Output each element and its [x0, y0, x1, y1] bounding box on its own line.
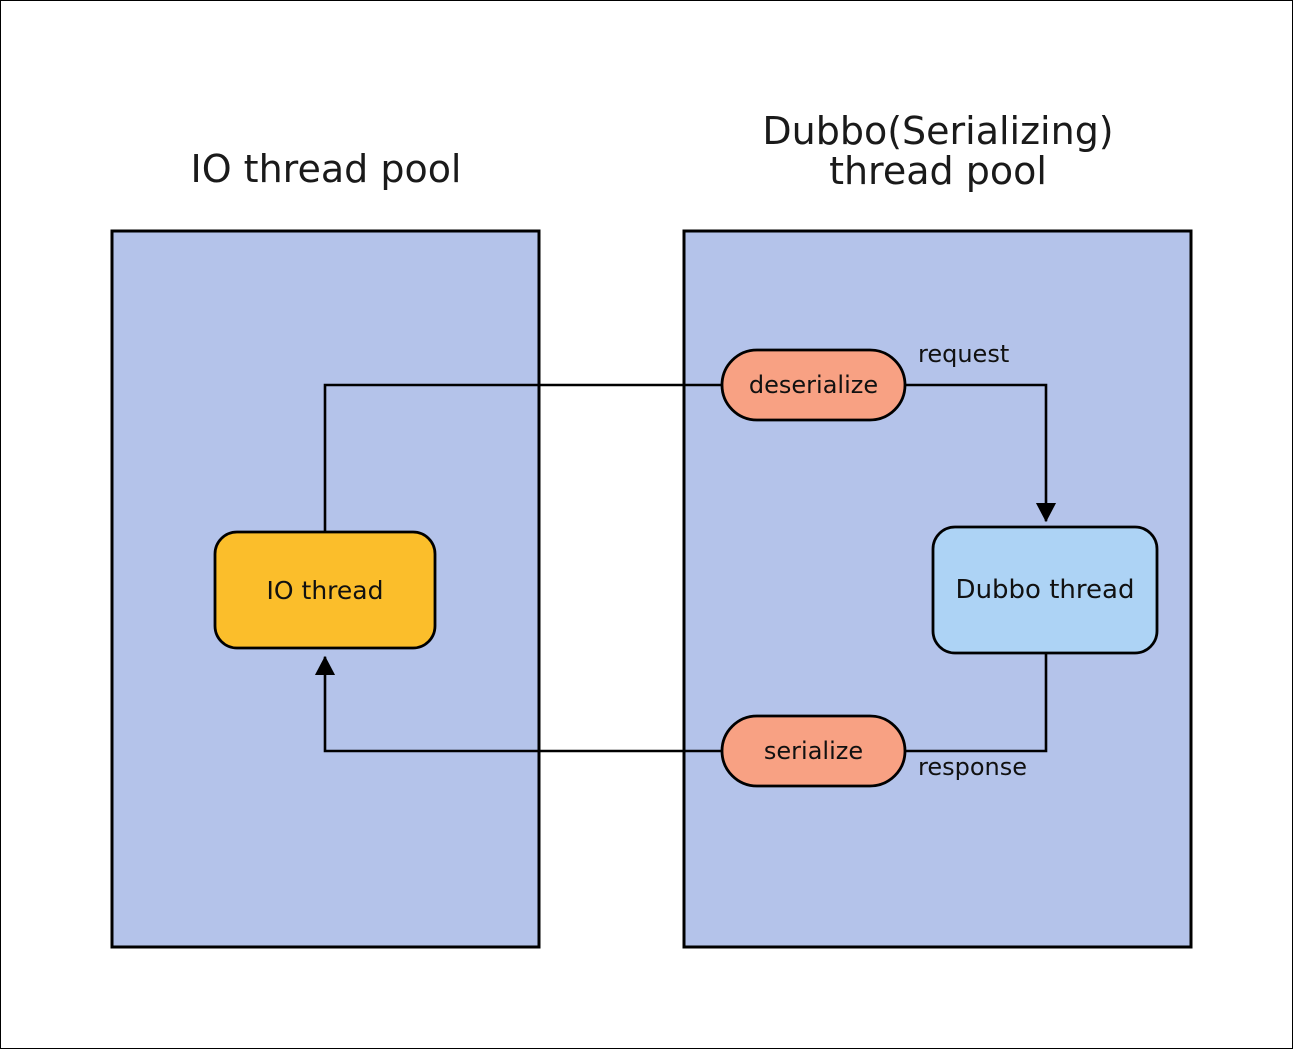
edge-io-to-deserialize [323, 383, 724, 534]
node-serialize[interactable] [720, 714, 907, 788]
edge-label-response: response [918, 753, 1028, 781]
pool-title-dubbo-thread-pool: Dubbo(Serializing) thread pool [762, 109, 1114, 193]
edge-label-request: request [918, 340, 1010, 368]
edge-serialize-to-io-thread [314, 655, 724, 753]
pool-title-io-thread-pool: IO thread pool [190, 147, 462, 191]
node-dubbo-thread[interactable] [931, 525, 1159, 655]
node-io-thread[interactable] [213, 530, 437, 650]
node-deserialize[interactable] [720, 348, 907, 422]
edge-deserialize-to-dubbo-thread [903, 383, 1057, 523]
pool-io-thread-pool [110, 229, 541, 949]
edge-dubbo-thread-to-serialize [903, 651, 1048, 753]
